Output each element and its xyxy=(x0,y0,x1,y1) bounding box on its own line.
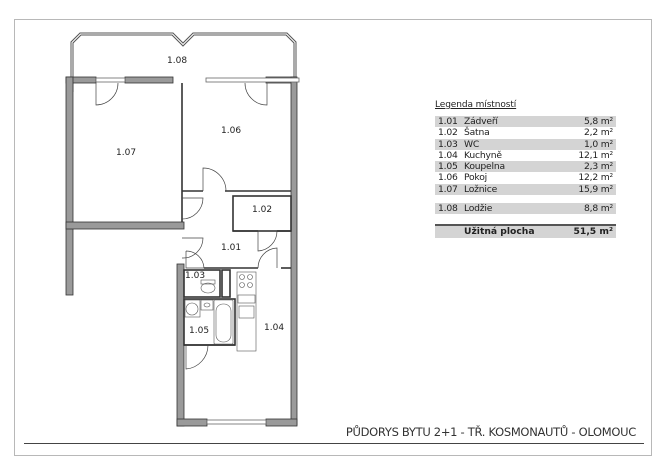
room-area: 15,9 m² xyxy=(578,183,613,195)
room-label-1-01: 1.01 xyxy=(221,243,242,253)
room-label-1-07: 1.07 xyxy=(116,148,137,158)
room-area: 5,8 m² xyxy=(584,116,613,127)
legend-row: 1.06 Pokoj 12,2 m² xyxy=(435,172,616,183)
room-name: Koupelna xyxy=(464,161,505,173)
room-name: Lodžie xyxy=(464,203,493,215)
room-area: 12,1 m² xyxy=(578,149,613,161)
legend-spacer xyxy=(435,195,616,203)
room-label-1-02: 1.02 xyxy=(252,205,273,215)
total-spacer xyxy=(438,226,464,238)
room-number: 1.05 xyxy=(438,161,458,173)
room-number: 1.01 xyxy=(438,116,458,127)
room-label-1-05: 1.05 xyxy=(189,326,210,336)
total-area: 51,5 m² xyxy=(573,226,613,238)
room-label-1-04: 1.04 xyxy=(264,323,285,333)
legend-row: 1.02 Šatna 2,2 m² xyxy=(435,127,616,138)
room-area: 2,2 m² xyxy=(584,127,613,139)
room-number: 1.03 xyxy=(438,138,458,150)
room-label-1-06: 1.06 xyxy=(221,126,242,136)
room-area: 12,2 m² xyxy=(578,172,613,184)
plan-title: PŮDORYS BYTU 2+1 - TŘ. KOSMONAUTŮ - OLOM… xyxy=(345,425,636,439)
walls xyxy=(65,76,298,427)
room-name: Pokoj xyxy=(464,172,487,184)
room-number: 1.06 xyxy=(438,172,458,184)
windows xyxy=(95,77,300,425)
room-number: 1.07 xyxy=(438,183,458,195)
room-label-1-03: 1.03 xyxy=(185,271,206,281)
room-number: 1.08 xyxy=(438,203,458,215)
total-label: Užitná plocha xyxy=(464,226,535,238)
legend-row: 1.04 Kuchyně 12,1 m² xyxy=(435,150,616,161)
room-name: Kuchyně xyxy=(464,149,502,161)
legend-row: 1.07 Ložnice 15,9 m² xyxy=(435,183,616,196)
room-area: 2,3 m² xyxy=(584,161,613,173)
drawing-frame xyxy=(14,19,652,456)
fixtures xyxy=(184,271,257,352)
room-name: Šatna xyxy=(464,127,490,139)
interior-walls xyxy=(181,83,292,346)
room-label-1-08: 1.08 xyxy=(167,56,188,66)
legend-row: 1.01 Zádveří 5,8 m² xyxy=(435,116,616,128)
room-name: WC xyxy=(464,138,480,150)
legend-row-loggia: 1.08 Lodžie 8,8 m² xyxy=(435,203,616,215)
room-name: Ložnice xyxy=(464,183,498,195)
doors xyxy=(95,82,278,370)
room-area: 1,0 m² xyxy=(584,138,613,150)
room-legend: Legenda místností 1.01 Zádveří 5,8 m² 1.… xyxy=(435,100,616,239)
title-underline xyxy=(24,443,644,444)
legend-row: 1.05 Koupelna 2,3 m² xyxy=(435,161,616,173)
room-name: Zádveří xyxy=(464,116,498,127)
room-number: 1.04 xyxy=(438,149,458,161)
legend-title: Legenda místností xyxy=(435,100,517,110)
loggia-railing xyxy=(70,32,297,92)
room-number: 1.02 xyxy=(438,127,458,139)
legend-row: 1.03 WC 1,0 m² xyxy=(435,138,616,150)
toilet-icon xyxy=(200,282,216,294)
room-area: 8,8 m² xyxy=(584,203,613,215)
legend-total-row: Užitná plocha 51,5 m² xyxy=(435,224,616,239)
